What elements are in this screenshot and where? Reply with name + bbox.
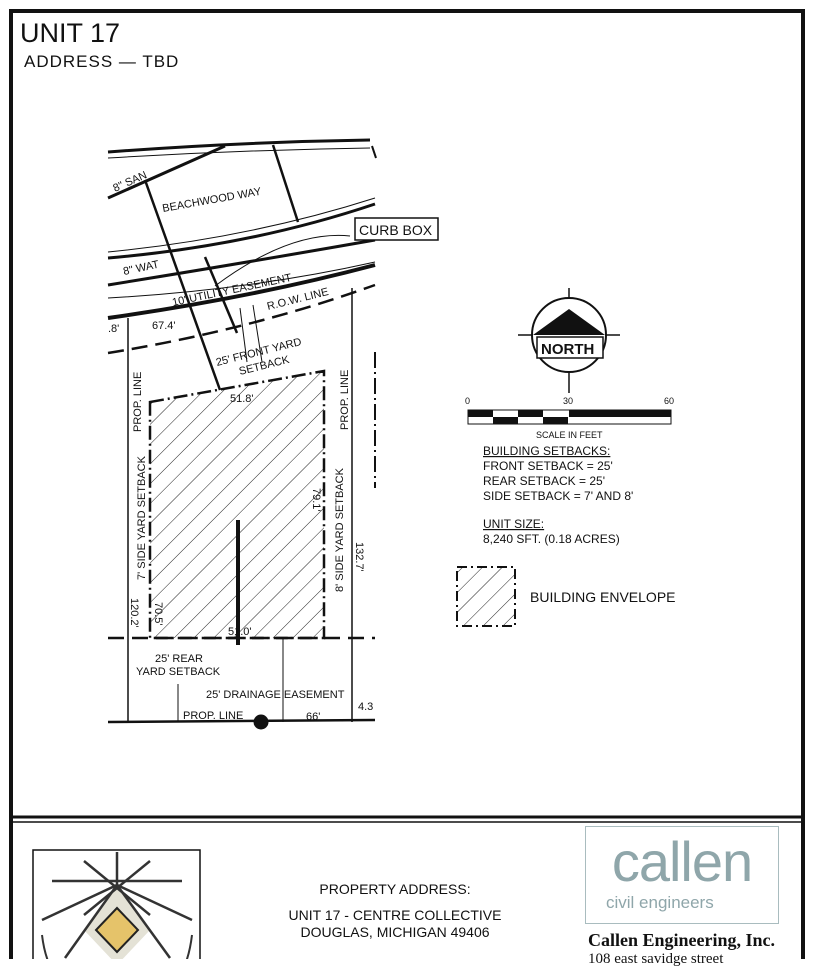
building-envelope — [148, 369, 326, 640]
callen-logo: callen civil engineers — [585, 826, 779, 924]
page-subtitle: ADDRESS — TBD — [24, 52, 180, 71]
dim-label: 51.0' — [228, 626, 252, 638]
dim-label: 51.8' — [230, 393, 254, 405]
scale-tick: 0 — [465, 396, 470, 406]
sheet-border — [9, 9, 805, 959]
road-label: BEACHWOOD WAY — [161, 186, 262, 215]
company-street: 108 east savidge street — [588, 951, 724, 967]
san-label: 8" SAN — [111, 169, 149, 195]
rear-setback-label: 25' REAR — [155, 653, 203, 665]
address-line-2: DOUGLAS, MICHIGAN 49406 — [300, 924, 490, 940]
road-lines — [107, 138, 377, 391]
setbacks-heading: BUILDING SETBACKS: — [483, 444, 610, 458]
callen-logo-word: callen — [611, 830, 753, 893]
side-setback-7-label: 7' SIDE YARD SETBACK — [136, 455, 148, 580]
legend-envelope-swatch — [456, 566, 516, 627]
legend-envelope-label: BUILDING ENVELOPE — [530, 589, 676, 605]
callen-logo-subtitle: civil engineers — [606, 893, 714, 912]
curb-box-label-frame — [354, 217, 439, 241]
side-setback-note: SIDE SETBACK = 7' AND 8' — [483, 489, 633, 503]
dim-label: 132.7' — [353, 542, 365, 572]
company-name: Callen Engineering, Inc. — [588, 930, 776, 950]
page-title: UNIT 17 — [20, 18, 121, 48]
dim-label: 79.1' — [310, 488, 322, 512]
dim-label: 4.3 — [358, 701, 373, 713]
scale-tick: 30 — [563, 396, 573, 406]
scale-bar: 0 30 60 SCALE IN FEET — [465, 396, 674, 440]
prop-line-label: PROP. LINE — [132, 372, 144, 432]
unit-size-heading: UNIT SIZE: — [483, 517, 544, 531]
dim-label: 67.4' — [152, 320, 176, 332]
north-label: NORTH — [541, 341, 594, 358]
scale-label: SCALE IN FEET — [536, 430, 603, 440]
front-setback-note: FRONT SETBACK = 25' — [483, 459, 613, 473]
address-line-1: UNIT 17 - CENTRE COLLECTIVE — [288, 907, 502, 923]
side-setback-8-label: 8' SIDE YARD SETBACK — [334, 467, 346, 592]
curb-box-label: CURB BOX — [359, 222, 433, 238]
dim-label: 66' — [306, 711, 320, 723]
rear-setback-note: REAR SETBACK = 25' — [483, 474, 605, 488]
north-arrow-icon: NORTH — [518, 288, 620, 393]
dim-label: 70.5' — [152, 602, 164, 626]
centre-collective-logo — [32, 849, 201, 959]
wat-label: 8" WAT — [122, 259, 160, 278]
unit-size-value: 8,240 SFT. (0.18 ACRES) — [483, 532, 620, 546]
drainage-easement-label: 25' DRAINAGE EASEMENT — [206, 689, 345, 701]
rear-setback-label: YARD SETBACK — [136, 666, 221, 678]
scale-tick: 60 — [664, 396, 674, 406]
dim-label: .8' — [108, 323, 119, 335]
address-heading: PROPERTY ADDRESS: — [319, 881, 471, 897]
prop-line-label: PROP. LINE — [183, 710, 243, 722]
prop-line-label: PROP. LINE — [339, 370, 351, 430]
dim-label: 120.2' — [128, 598, 140, 628]
